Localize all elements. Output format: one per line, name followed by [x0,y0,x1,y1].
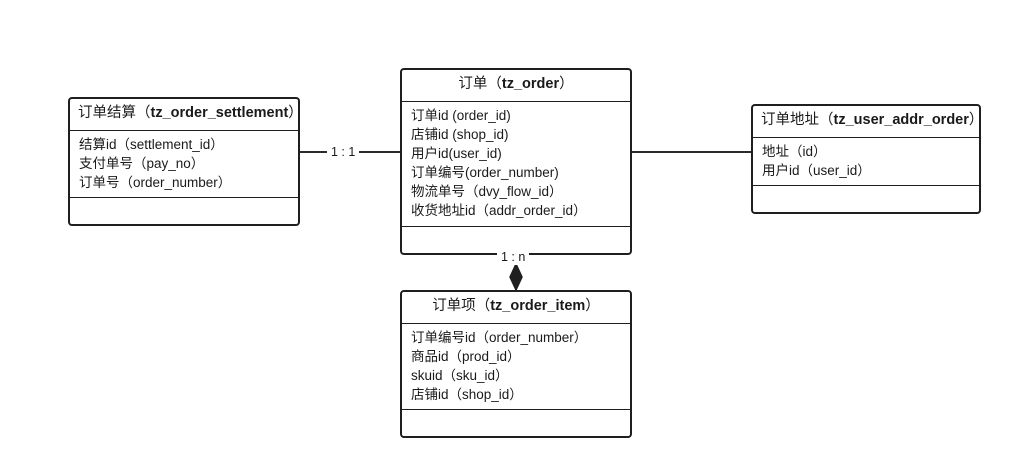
entity-table-name: tz_user_addr_order [833,112,969,128]
paren-open: （ [819,112,834,128]
entity-order[interactable]: 订单（tz_order） 订单id (order_id) 店铺id (shop_… [400,68,632,255]
composition-diamond-marker [509,262,523,292]
entity-attrs-order-settlement: 结算id（settlement_id） 支付单号（pay_no） 订单号（ord… [70,131,298,199]
attribute-row: 订单编号id（order_number） [411,329,588,345]
attribute-row: 店铺id（shop_id） [411,387,523,403]
attribute-row: 地址（id） [762,143,827,159]
entity-footer-order-settlement [70,198,298,224]
paren-open: （ [136,105,151,121]
cardinality-label-settlement-order: 1 : 1 [327,145,360,160]
entity-table-name: tz_order_item [490,298,586,314]
entity-footer-order-item [402,410,630,436]
attribute-row: skuid（sku_id） [411,367,509,383]
entity-table-name: tz_order_settlement [150,105,289,121]
entity-attrs-order-item: 订单编号id（order_number） 商品id（prod_id） skuid… [402,324,630,411]
paren-open: （ [487,76,502,92]
paren-close: ） [559,76,574,92]
entity-user-addr-order[interactable]: 订单地址（tz_user_addr_order） 地址（id） 用户id（use… [751,104,981,214]
attribute-row: 商品id（prod_id） [411,348,521,364]
attribute-row: 用户id（user_id） [762,162,871,178]
attribute-row: 订单id (order_id) [411,107,511,123]
attribute-row: 订单编号(order_number) [411,165,559,181]
entity-footer-order [402,227,630,253]
entity-footer-user-addr-order [753,186,979,212]
entity-table-name: tz_order [501,76,560,92]
entity-title-cn: 订单 [458,76,488,92]
attribute-row: 订单号（order_number） [79,174,232,190]
entity-header-order: 订单（tz_order） [402,70,630,102]
entity-header-order-item: 订单项（tz_order_item） [402,292,630,324]
paren-open: （ [475,298,491,314]
entity-header-user-addr-order: 订单地址（tz_user_addr_order） [753,106,979,138]
attribute-row: 物流单号（dvy_flow_id） [411,184,563,200]
attribute-row: 用户id(user_id) [411,145,502,161]
paren-close: ） [585,298,600,314]
paren-close: ） [969,112,979,128]
attribute-row: 店铺id (shop_id) [411,126,509,142]
cardinality-label-order-item: 1 : n [497,250,530,265]
paren-close: ） [288,105,298,121]
entity-attrs-user-addr-order: 地址（id） 用户id（user_id） [753,138,979,186]
attribute-row: 支付单号（pay_no） [79,155,205,171]
entity-title-cn: 订单结算 [78,105,136,121]
entity-header-order-settlement: 订单结算（tz_order_settlement） [70,99,298,131]
attribute-row: 收货地址id（addr_order_id） [411,203,587,219]
attribute-row: 结算id（settlement_id） [79,136,224,152]
entity-order-item[interactable]: 订单项（tz_order_item） 订单编号id（order_number） … [400,290,632,439]
entity-attrs-order: 订单id (order_id) 店铺id (shop_id) 用户id(user… [402,102,630,227]
entity-title-cn: 订单项 [432,298,476,314]
entity-order-settlement[interactable]: 订单结算（tz_order_settlement） 结算id（settlemen… [68,97,300,227]
entity-title-cn: 订单地址 [761,112,819,128]
